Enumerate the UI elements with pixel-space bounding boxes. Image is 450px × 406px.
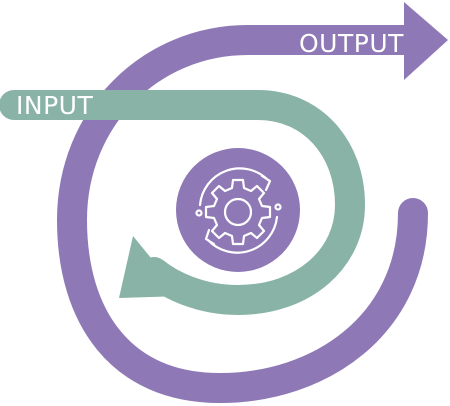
cycle-dot-right xyxy=(274,203,282,211)
cycle-arrowhead-bottom xyxy=(204,228,216,246)
cycle-dot-left xyxy=(195,209,203,217)
center-circle xyxy=(176,148,300,272)
cycle-arrow-bottom xyxy=(206,215,279,254)
output-spiral: OUTPUT xyxy=(57,2,448,403)
input-spiral: INPUT xyxy=(0,90,365,315)
output-arrowhead xyxy=(404,2,448,80)
gear-hub xyxy=(223,197,253,227)
cycle-arrow-top xyxy=(198,167,270,207)
gear-cycle-icon xyxy=(195,167,282,254)
output-label: OUTPUT xyxy=(299,29,404,58)
center-process-node xyxy=(176,148,300,272)
input-spiral-band xyxy=(0,90,365,315)
input-arrowhead xyxy=(119,236,182,298)
output-spiral-band xyxy=(57,25,428,403)
input-label: INPUT xyxy=(16,91,93,120)
cycle-arrowhead-top xyxy=(260,174,272,192)
gear-outline xyxy=(204,178,272,246)
